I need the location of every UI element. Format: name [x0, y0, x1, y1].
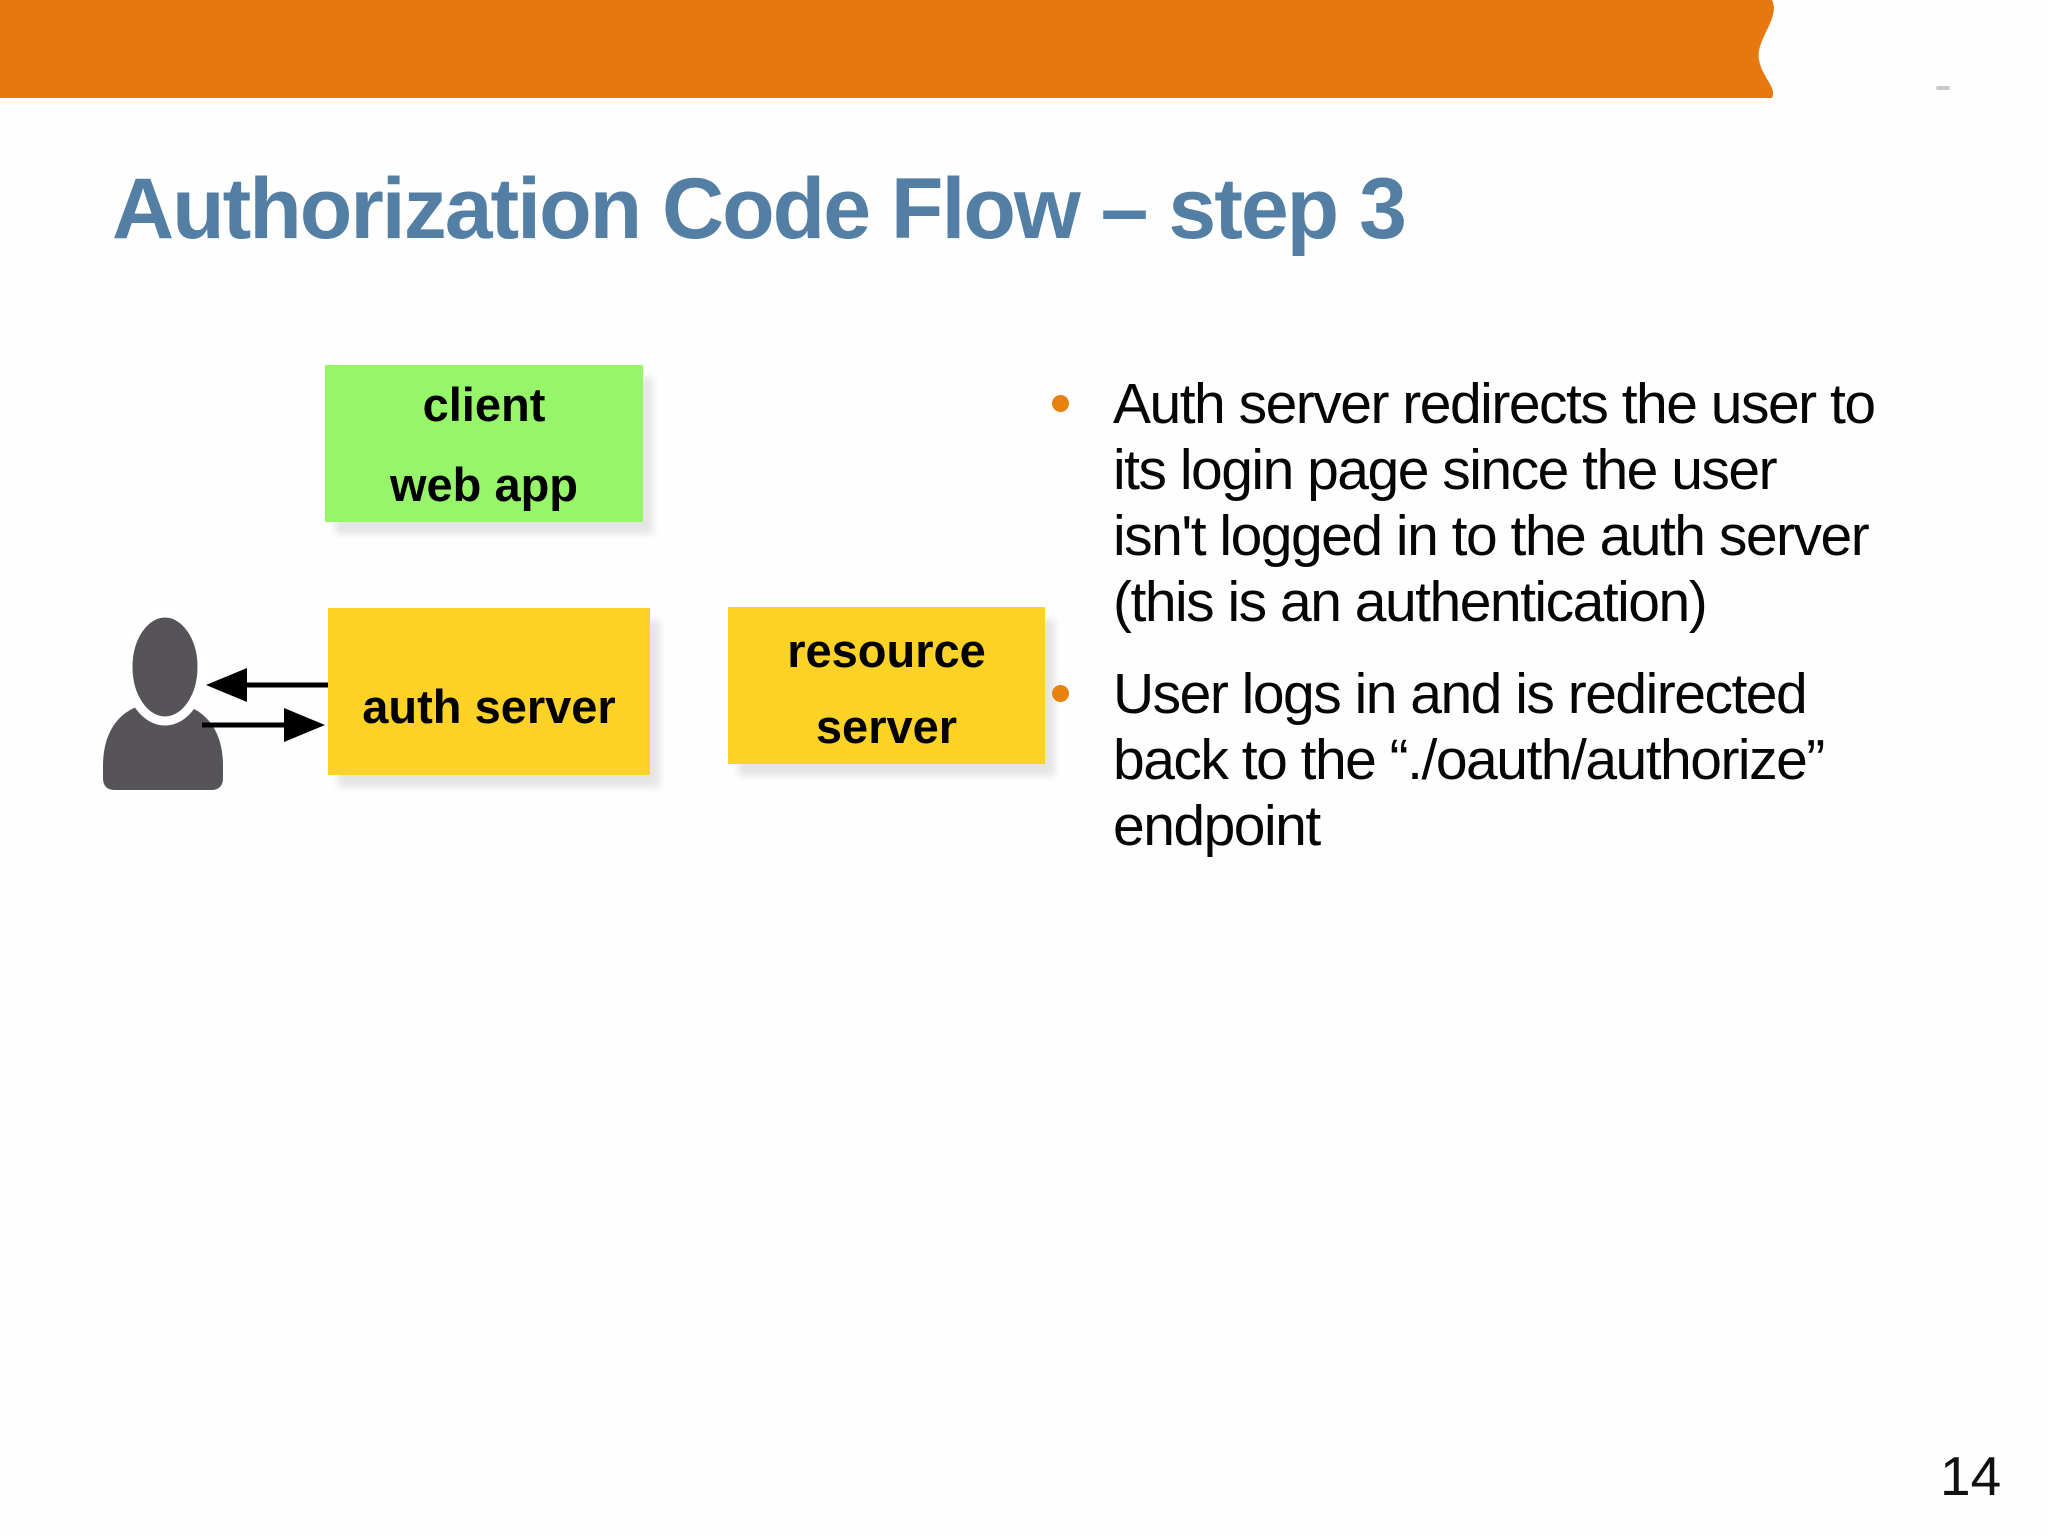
page-number: 14: [1940, 1445, 2002, 1507]
bullet-item-1: Auth server redirects the user to its lo…: [1052, 371, 2032, 635]
bullet-dot-icon: [1052, 685, 1069, 702]
bullet-1-line-2: its login page since the user: [1113, 438, 1778, 502]
auth-box-label: auth server: [362, 679, 616, 733]
resource-box-line-1: resource: [787, 623, 986, 677]
bullet-1-text: Auth server redirects the user to its lo…: [1113, 371, 1876, 635]
client-box-line-1: client: [422, 377, 546, 431]
arrow-user-to-auth-server-head: [284, 708, 325, 742]
client-web-app-box: client web app: [325, 365, 643, 522]
slide-title: Authorization Code Flow – step 3: [112, 161, 1407, 257]
bullet-item-2: User logs in and is redirected back to t…: [1052, 661, 2032, 859]
arrow-auth-server-to-user-head: [206, 668, 247, 702]
bullet-list: Auth server redirects the user to its lo…: [1052, 371, 2032, 859]
arrow-auth-server-to-user-line: [242, 682, 328, 688]
bullet-1-line-4: (this is an authentication): [1113, 570, 1708, 634]
header-band: [0, 0, 1774, 98]
header-band-shape: [0, 0, 1774, 98]
arrow-user-to-auth-server-line: [202, 722, 288, 728]
bullet-dot-icon: [1052, 395, 1069, 412]
bullet-2-line-1: User logs in and is redirected: [1113, 662, 1808, 726]
speck-artifact: [1936, 86, 1950, 90]
bullet-2-line-3: endpoint: [1113, 794, 1321, 858]
bullet-1-line-1: Auth server redirects the user to: [1113, 372, 1876, 436]
user-silhouette-icon: [103, 608, 223, 790]
auth-server-box: auth server: [328, 608, 650, 775]
client-box-line-2: web app: [389, 457, 579, 511]
bullet-1-line-3: isn't logged in to the auth server: [1113, 504, 1870, 568]
user-head-shape: [123, 608, 207, 726]
resource-server-box: resource server: [728, 607, 1045, 764]
resource-box-line-2: server: [815, 699, 958, 753]
auth-flow-arrows: [202, 668, 328, 742]
bullet-2-text: User logs in and is redirected back to t…: [1113, 661, 1825, 859]
user-body-shape: [103, 702, 223, 790]
bullet-2-line-2: back to the “./oauth/authorize”: [1113, 728, 1825, 792]
